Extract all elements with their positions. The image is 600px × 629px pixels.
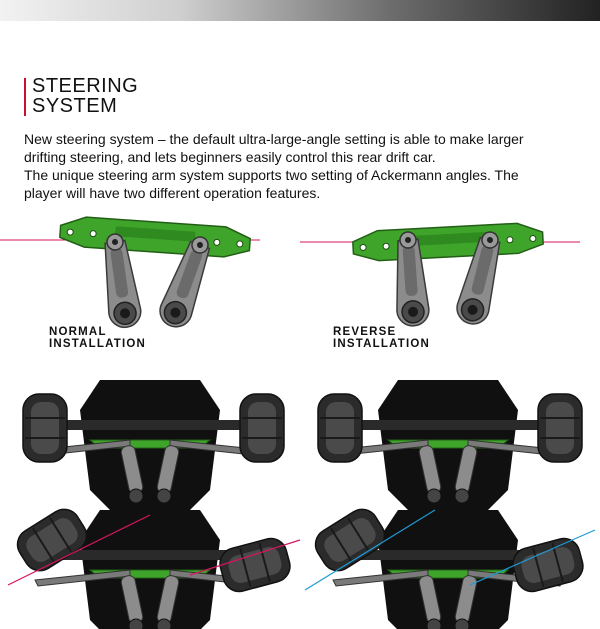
normal-steering-plate: [58, 214, 252, 260]
normal-straight-view: [22, 379, 285, 511]
normal-left-tire: [22, 393, 68, 463]
reverse-installation-label: REVERSE INSTALLATION: [333, 326, 430, 350]
reverse-installation-diagram: [300, 221, 580, 329]
reverse-steered-right-tire: [508, 533, 588, 597]
reverse-straight-view: [317, 379, 583, 511]
reverse-label-line-1: REVERSE: [333, 326, 397, 338]
title-line-1: STEERING: [32, 75, 139, 97]
reverse-right-angle-line: [469, 529, 596, 586]
reverse-label-line-2: INSTALLATION: [333, 338, 431, 350]
description-line-1: New steering system – the default ultra-…: [24, 131, 524, 147]
title-line-2: SYSTEM: [32, 95, 118, 117]
title-accent-bar: [24, 78, 26, 116]
normal-right-tire: [239, 393, 285, 463]
reverse-left-angle-line: [304, 509, 436, 591]
header-gradient-bar: [0, 0, 600, 21]
reverse-steering-plate: [351, 221, 545, 263]
description-line-2: drifting steering, and lets beginners ea…: [24, 149, 436, 165]
normal-right-angle-line: [189, 539, 301, 576]
normal-label-line-1: NORMAL: [49, 326, 107, 338]
normal-steered-view: [7, 502, 301, 629]
normal-installation-label: NORMAL INSTALLATION: [49, 326, 146, 350]
reverse-right-tire: [537, 393, 583, 463]
description-line-4: player will have two different operation…: [24, 185, 321, 201]
normal-installation-diagram: [0, 214, 260, 333]
normal-left-angle-line: [7, 514, 151, 586]
normal-label-line-2: INSTALLATION: [49, 338, 147, 350]
normal-steered-right-tire: [215, 533, 295, 597]
normal-steered-left-tire: [10, 502, 94, 578]
section-title: STEERING SYSTEM: [24, 76, 138, 116]
reverse-left-tire: [317, 393, 363, 463]
reverse-steered-left-tire: [308, 502, 392, 578]
reverse-steered-view: [304, 502, 596, 629]
description-line-3: The unique steering arm system supports …: [24, 167, 519, 183]
description-text: New steering system – the default ultra-…: [24, 130, 584, 202]
